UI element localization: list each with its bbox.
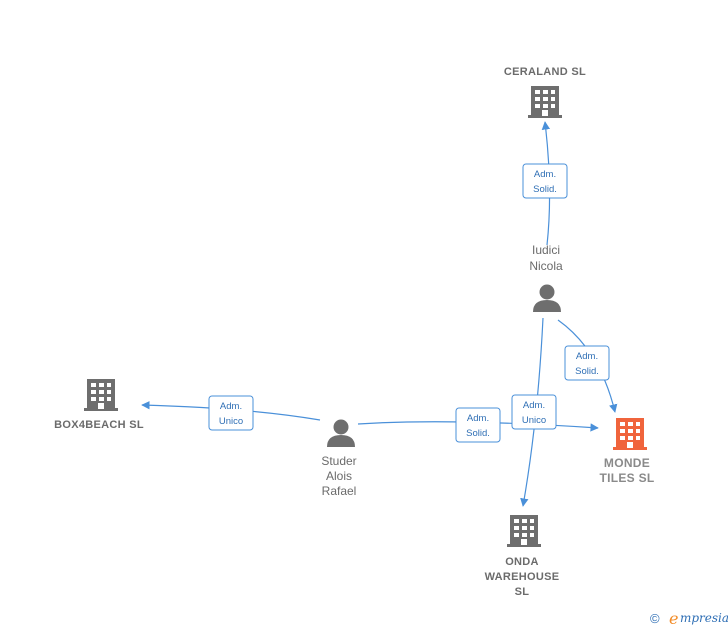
badge-iudici-onda[interactable]: Adm. Unico <box>511 394 557 430</box>
badge-line-2: Solid. <box>533 184 557 195</box>
building-icon <box>84 379 118 411</box>
node-label-line-1: ONDA <box>505 556 539 568</box>
copyright-symbol: © <box>650 611 660 626</box>
node-label: CERALAND SL <box>504 66 586 78</box>
badge-studer-monde[interactable]: Adm. Solid. <box>455 407 501 443</box>
badge-line-1: Adm. <box>523 400 545 411</box>
node-label-line-2: WAREHOUSE <box>485 571 560 583</box>
node-label-line-3: Rafael <box>322 484 357 498</box>
node-iudici[interactable]: Iudici Nicola <box>529 243 563 312</box>
node-studer[interactable]: Studer Alois Rafael <box>321 419 357 499</box>
badge-line-1: Adm. <box>467 413 489 424</box>
building-icon <box>528 86 562 118</box>
person-icon <box>533 284 561 312</box>
node-label-line-1: Studer <box>321 454 356 468</box>
brand-initial: e <box>669 609 678 628</box>
building-icon <box>507 515 541 547</box>
badge-line-2: Unico <box>219 416 243 427</box>
node-label-line-2: Nicola <box>529 259 563 273</box>
badge-studer-box4beach[interactable]: Adm. Unico <box>208 395 254 431</box>
node-label-line-1: MONDE <box>604 456 650 470</box>
badge-line-1: Adm. <box>576 351 598 362</box>
badge-iudici-monde[interactable]: Adm. Solid. <box>564 345 610 381</box>
node-label-line-1: Iudici <box>532 243 560 257</box>
node-label: BOX4BEACH SL <box>54 419 144 431</box>
node-onda[interactable]: ONDA WAREHOUSE SL <box>485 515 560 598</box>
node-label-line-2: TILES SL <box>599 471 654 485</box>
node-monde[interactable]: MONDE TILES SL <box>599 418 654 485</box>
badge-line-2: Solid. <box>466 428 490 439</box>
brand-watermark: © e mpresia <box>650 609 728 628</box>
node-box4beach[interactable]: BOX4BEACH SL <box>54 379 144 431</box>
person-icon <box>327 419 355 447</box>
badge-line-1: Adm. <box>534 169 556 180</box>
node-label-line-3: SL <box>515 586 530 598</box>
badge-line-2: Unico <box>522 415 546 426</box>
badge-line-1: Adm. <box>220 401 242 412</box>
node-ceraland[interactable]: CERALAND SL <box>504 66 586 118</box>
badge-line-2: Solid. <box>575 366 599 377</box>
edge-badges: Adm. Solid. Adm. Solid. Adm. Unico Adm. … <box>208 163 610 443</box>
node-label-line-2: Alois <box>326 469 352 483</box>
brand-name: mpresia <box>680 611 728 625</box>
building-icon <box>613 418 647 450</box>
badge-iudici-ceraland[interactable]: Adm. Solid. <box>522 163 568 199</box>
